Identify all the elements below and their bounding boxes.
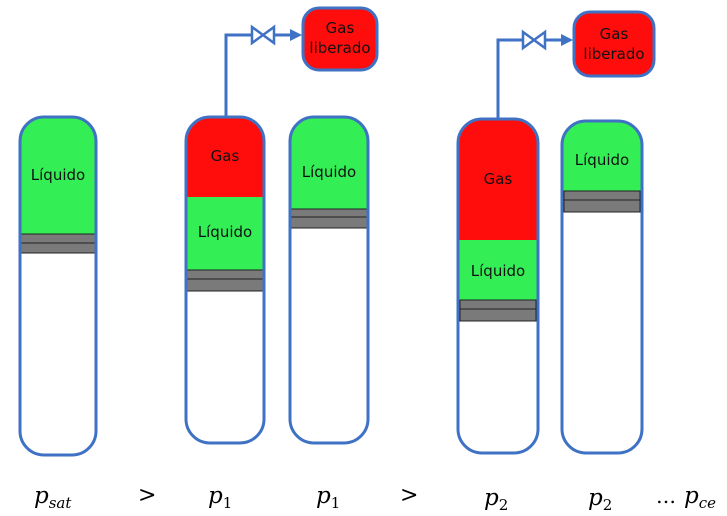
label-p2-b: p2 — [588, 485, 612, 514]
label-p2-a: p2 — [484, 485, 508, 514]
greater-than-1: > — [138, 483, 156, 508]
released-gas-box — [301, 6, 379, 72]
cell-p2-with-gas: Gas Líquido — [456, 117, 540, 455]
released-gas-label-line2: liberado — [583, 45, 644, 63]
ellipsis: … — [656, 484, 676, 508]
piston — [290, 216, 368, 229]
released-gas-box — [572, 10, 656, 78]
pipe — [496, 38, 568, 119]
gas-label: Gas — [211, 147, 240, 165]
gas-region — [458, 119, 538, 240]
released-gas-label-line1: Gas — [600, 25, 629, 43]
liquid-label: Líquido — [198, 223, 252, 241]
liquid-region — [186, 197, 264, 270]
valve-icon — [521, 29, 547, 51]
label-p1-b: p1 — [316, 483, 340, 512]
liquid-label: Líquido — [31, 166, 85, 184]
cell-outline — [18, 115, 98, 457]
piston — [20, 233, 96, 244]
cell-psat: Líquido — [18, 115, 98, 457]
cell-outline — [288, 115, 370, 445]
cell-p1-after-release: Líquido — [288, 115, 370, 445]
liquid-region — [20, 117, 96, 234]
liquid-label: Líquido — [471, 262, 525, 280]
piston — [459, 308, 537, 322]
label-p-ce: pce — [684, 483, 716, 512]
arrow-icon — [290, 29, 302, 41]
gas-region — [186, 117, 264, 197]
gas-release-line-2: Gas liberado — [496, 10, 656, 119]
pipe — [224, 33, 296, 117]
liquid-region — [562, 121, 642, 191]
piston — [563, 190, 641, 201]
cell-p2-after-release: Líquido — [560, 119, 644, 455]
piston — [20, 242, 96, 254]
piston — [290, 208, 368, 218]
cell-outline — [560, 119, 644, 455]
liquid-region — [290, 117, 368, 209]
label-p-sat: psat — [34, 483, 72, 512]
liquid-label: Líquido — [302, 163, 356, 181]
valve-icon — [250, 24, 276, 46]
piston — [459, 299, 537, 310]
piston — [186, 269, 264, 280]
arrow-icon — [561, 34, 573, 46]
gas-release-line-1: Gas liberado — [224, 6, 379, 117]
liquid-region — [458, 240, 538, 300]
piston — [186, 278, 264, 292]
liquid-label: Líquido — [575, 151, 629, 169]
greater-than-2: > — [400, 483, 418, 508]
cell-p1-with-gas: Gas Líquido — [184, 115, 266, 445]
released-gas-label-line2: liberado — [309, 39, 370, 57]
piston — [563, 199, 641, 213]
released-gas-label-line1: Gas — [326, 19, 355, 37]
gas-label: Gas — [484, 170, 513, 188]
pressure-labels: psat > p1 p1 > p2 p2 … pce — [34, 483, 716, 514]
label-p1-a: p1 — [208, 483, 232, 512]
